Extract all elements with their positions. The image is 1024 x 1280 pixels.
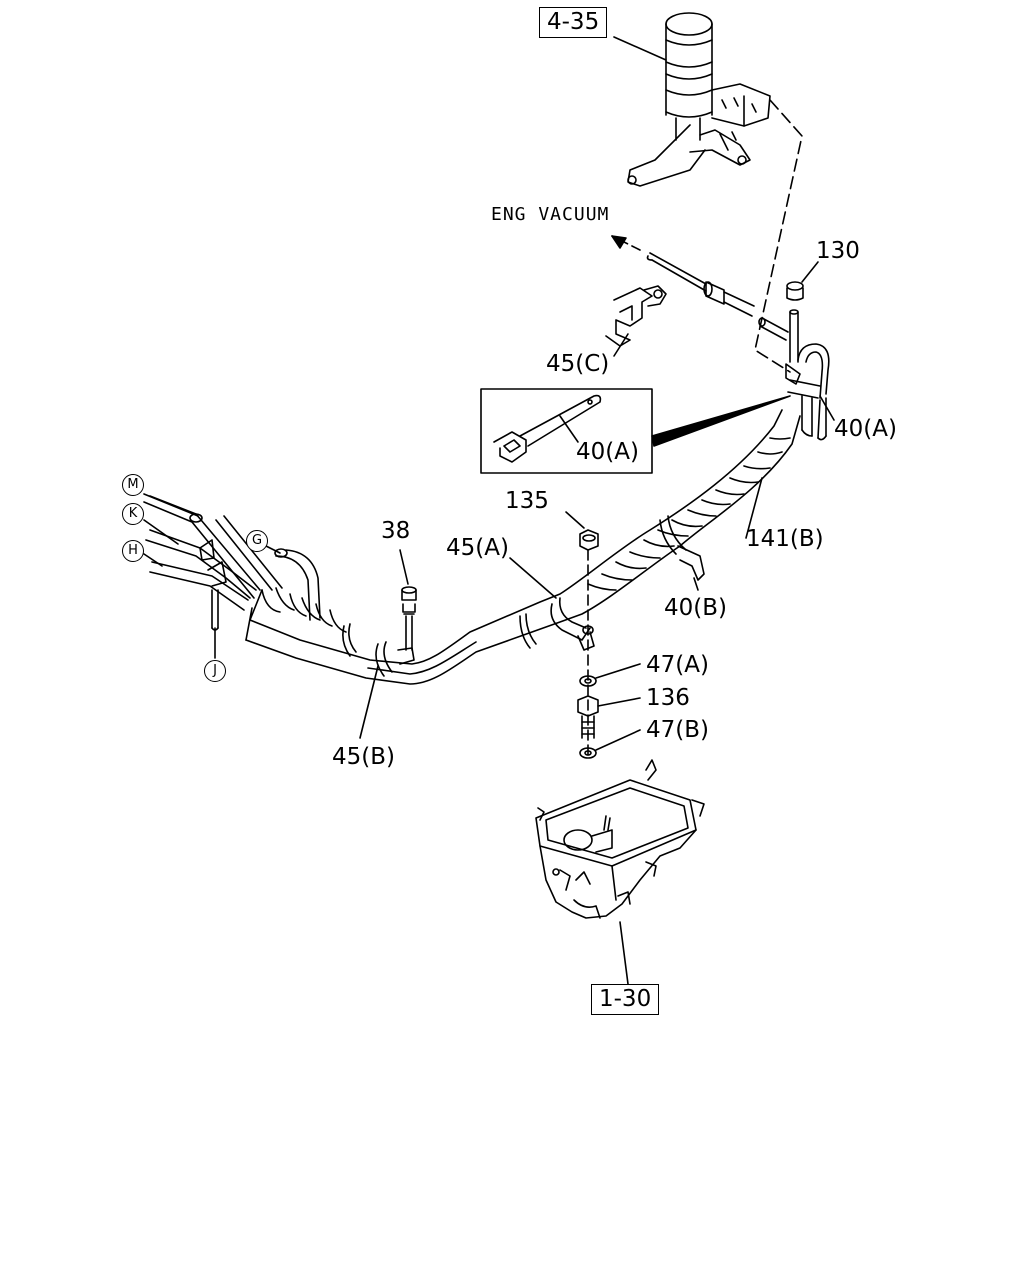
leader-40b xyxy=(694,578,698,590)
leader-45b xyxy=(360,666,378,738)
part-label-40a: 40(A) xyxy=(834,416,897,442)
leader-m xyxy=(144,494,198,516)
nut-135 xyxy=(580,530,598,550)
vacuum-hose xyxy=(648,253,789,340)
part-label-40b: 40(B) xyxy=(664,595,727,621)
leader-47b xyxy=(596,730,640,750)
leader-h xyxy=(144,554,162,566)
leader-38 xyxy=(400,550,408,584)
cap-130 xyxy=(787,282,803,362)
connector-m[interactable]: M xyxy=(122,474,144,496)
part-label-47b: 47(B) xyxy=(646,717,709,743)
connector-g[interactable]: G xyxy=(246,530,268,552)
bolt-136 xyxy=(578,696,598,738)
hose-junction xyxy=(786,344,829,440)
leader-g xyxy=(266,546,280,553)
part-label-45b: 45(B) xyxy=(332,744,395,770)
inset-box xyxy=(481,389,652,473)
ref-label-1-30[interactable]: 1-30 xyxy=(591,984,660,1015)
leader-141b xyxy=(746,478,762,538)
leader-40a xyxy=(820,396,834,420)
ref-label-4-35[interactable]: 4-35 xyxy=(539,7,608,38)
air-cleaner-housing xyxy=(536,760,704,918)
part-label-141b: 141(B) xyxy=(746,526,824,552)
eng-vacuum-label: ENG VACUUM xyxy=(491,204,610,225)
connector-h[interactable]: H xyxy=(122,540,144,562)
leader-4-35 xyxy=(614,37,666,60)
part-label-45c: 45(C) xyxy=(546,351,610,377)
connector-j[interactable]: J xyxy=(204,660,226,682)
reservoir-tank xyxy=(628,13,770,186)
clip-45c xyxy=(606,286,666,346)
part-label-47a: 47(A) xyxy=(646,652,709,678)
eng-vacuum-arrow xyxy=(612,236,640,250)
leader-1-30 xyxy=(620,922,628,984)
leader-inset xyxy=(560,416,578,442)
leader-136 xyxy=(598,698,640,706)
part-label-40a-inset: 40(A) xyxy=(576,439,639,465)
leader-47a xyxy=(596,664,640,678)
part-label-136: 136 xyxy=(646,685,690,711)
connector-k[interactable]: K xyxy=(122,503,144,525)
bolt-38 xyxy=(402,587,416,650)
part-label-130: 130 xyxy=(816,238,860,264)
branch-hoses xyxy=(144,496,320,630)
part-label-45a: 45(A) xyxy=(446,535,509,561)
washer-47b xyxy=(580,748,596,758)
leader-45c xyxy=(614,334,628,356)
leader-45a xyxy=(510,558,556,598)
part-label-38: 38 xyxy=(381,518,411,544)
part-label-135: 135 xyxy=(505,488,549,514)
washer-47a xyxy=(580,676,596,686)
hose-bundle xyxy=(246,410,800,684)
inset-wedge xyxy=(652,396,790,446)
leader-130 xyxy=(802,262,818,282)
leader-k xyxy=(144,520,178,544)
dashed-link-tank xyxy=(755,100,802,372)
inset-clip-40a xyxy=(494,396,600,462)
leader-135 xyxy=(566,512,584,528)
